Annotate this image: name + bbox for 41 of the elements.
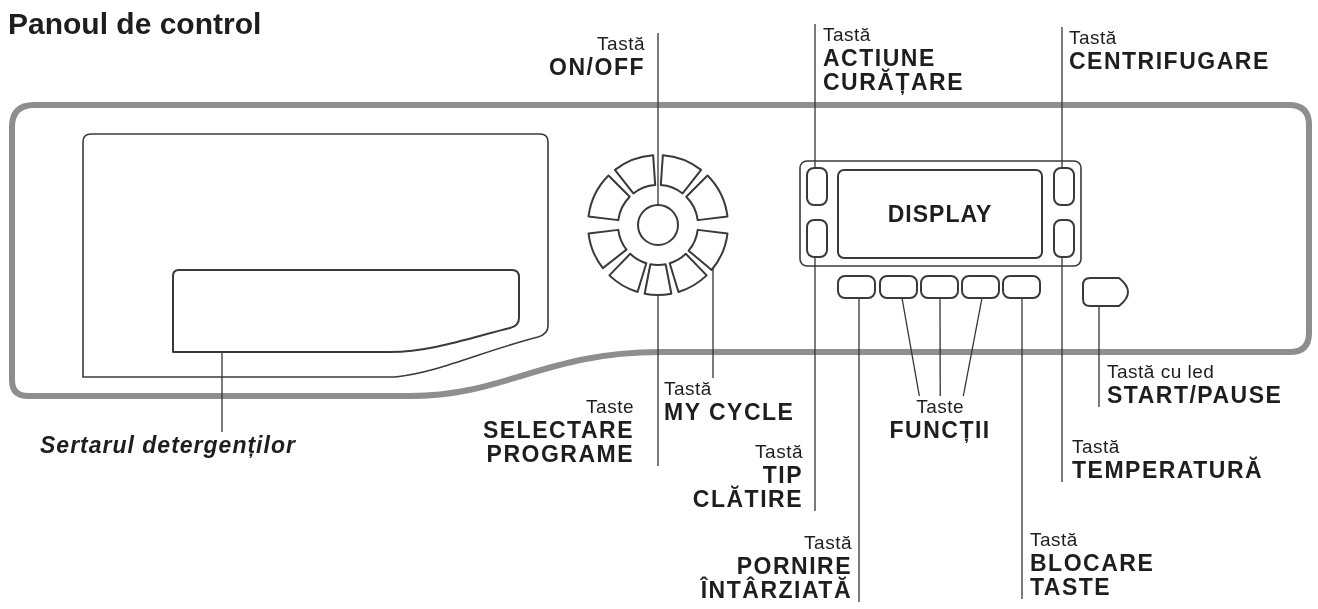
callout-label: Taste FUNCȚII (889, 396, 991, 442)
callout-label: Tastă BLOCARE TASTE (1022, 529, 1155, 599)
leader-line (901, 297, 920, 397)
side-key (1053, 167, 1075, 206)
callout-label: Tastă cu led START/PAUSE (1099, 361, 1283, 407)
leader-line (657, 32, 659, 206)
leader-line (1021, 297, 1023, 600)
leader-line (657, 294, 659, 467)
callout-label: Tastă PORNIRE ÎNTÂRZIATĂ (700, 532, 859, 602)
callout-label: Sertarul detergenților (40, 432, 296, 458)
callout-label: Tastă ON/OFF (549, 33, 658, 79)
bottom-key (837, 275, 876, 299)
side-key (806, 219, 828, 258)
leader-line (1098, 305, 1100, 408)
round-key (637, 204, 679, 246)
leader-line (814, 256, 816, 512)
leader-line (1061, 256, 1063, 483)
ring-key (687, 228, 729, 271)
start-key (1082, 277, 1129, 307)
title: Panoul de control (8, 7, 262, 41)
callout-label: Taste SELECTARE PROGRAME (482, 396, 658, 466)
display-screen: DISPLAY (837, 169, 1043, 259)
leader-line (962, 297, 983, 397)
ring-key (643, 263, 673, 296)
bottom-key (961, 275, 1000, 299)
bottom-key (1002, 275, 1041, 299)
leader-line (814, 23, 816, 169)
callout-label: Tastă MY CYCLE (664, 378, 795, 424)
drawer-handle (172, 269, 520, 353)
bottom-key (920, 275, 959, 299)
leader-line (939, 297, 941, 397)
bottom-key (879, 275, 918, 299)
callout-label: Tastă ACTIUNE CURĂȚARE (815, 24, 965, 94)
callout-label: Tastă CENTRIFUGARE (1062, 27, 1270, 73)
leader-line (221, 351, 223, 433)
side-key (806, 167, 828, 206)
side-key (1053, 219, 1075, 258)
callout-label: Tastă TIP CLĂTIRE (692, 441, 815, 511)
leader-line (1061, 26, 1063, 169)
leader-line (858, 297, 860, 603)
callout-label: Tastă TEMPERATURĂ (1062, 436, 1264, 482)
